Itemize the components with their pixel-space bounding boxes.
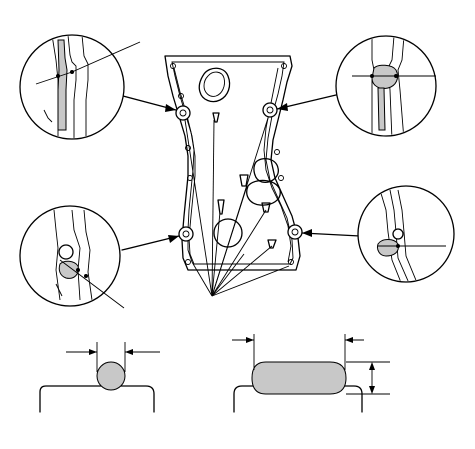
detail-view-top-right (335, 35, 437, 137)
timing-cover-outline (164, 55, 303, 271)
detail-view-top-left (19, 34, 141, 140)
detail-view-bottom-right (357, 185, 455, 283)
detail-view-bottom-left (19, 205, 125, 309)
detail-leader-lines (121, 94, 361, 251)
bolt-boss-top-right (262, 102, 278, 118)
bolt-boss-bottom-left (178, 226, 194, 242)
top-opening (198, 67, 231, 103)
flat-bead-section-icon (232, 334, 390, 413)
bolt-boss-bottom-right (287, 224, 303, 240)
sealant-point-fan (184, 117, 290, 297)
oil-pump-opening (246, 157, 281, 206)
round-bead-section-icon (39, 342, 160, 413)
bolt-boss-top-left (175, 105, 191, 121)
